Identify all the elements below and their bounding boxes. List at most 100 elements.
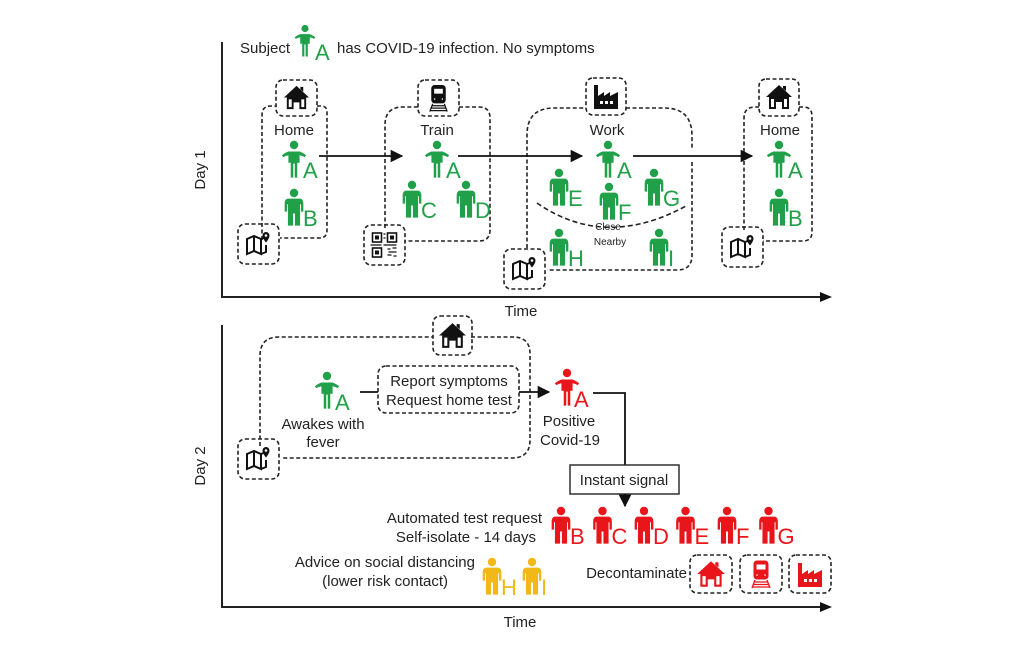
home-boundary	[259, 336, 531, 459]
person-f-icon	[717, 506, 737, 544]
person-letter: G	[778, 524, 795, 549]
factory-icon	[594, 85, 618, 109]
person-letter: A	[617, 158, 632, 183]
day1-time-arrowhead	[820, 292, 832, 302]
location-train: Train	[363, 79, 491, 266]
person-letter: B	[303, 206, 318, 231]
day2-panel: Day 2 Time A Awakes with fever Report sy…	[192, 315, 832, 631]
subject-letter: A	[574, 387, 589, 412]
instant-signal-label: Instant signal	[580, 472, 668, 489]
person-letter: C	[612, 524, 628, 549]
person-d-icon	[456, 180, 476, 218]
location-work: Work Close Nearby	[503, 77, 693, 290]
map-pin-box	[237, 438, 280, 480]
person-b-icon	[551, 506, 571, 544]
automated-label-1: Automated test request	[387, 510, 543, 527]
map-pin-icon	[729, 233, 755, 259]
home-icon-box	[432, 315, 473, 356]
person-i-icon	[522, 557, 542, 595]
close-label: Close	[595, 222, 621, 233]
signal-line	[593, 392, 626, 465]
person-b-icon	[769, 188, 789, 226]
person-letter: H	[501, 575, 517, 600]
day2-axis-label: Day 2	[192, 446, 209, 485]
location-label: Home	[274, 122, 314, 139]
person-c-icon	[402, 180, 422, 218]
person-b-icon	[284, 188, 304, 226]
decon-home-box	[689, 554, 733, 594]
person-letter: I	[668, 246, 674, 271]
day2-time-label: Time	[504, 614, 537, 631]
awakes-label-1: Awakes with	[281, 416, 364, 433]
day1-panel: Day 1 Time Subject A has COVID-19 infect…	[192, 24, 832, 320]
subject-a-icon	[294, 24, 316, 57]
close-contact-boundary	[536, 202, 687, 229]
subject-status: has COVID-19 infection. No symptoms	[337, 40, 595, 57]
location-home-2: Home	[721, 78, 813, 268]
subject-letter: A	[335, 390, 350, 415]
person-letter: F	[736, 524, 749, 549]
decon-factory-box	[788, 554, 832, 594]
person-letter: A	[303, 158, 318, 183]
day2-axes	[221, 325, 822, 608]
awakes-label-2: fever	[306, 434, 339, 451]
decontaminate-label: Decontaminate	[586, 565, 687, 582]
person-letter: E	[695, 524, 710, 549]
location-label: Home	[760, 122, 800, 139]
person-e-icon	[676, 506, 695, 544]
positive-label-1: Positive	[543, 413, 596, 430]
person-letter: I	[541, 575, 547, 600]
location-home-1: Home	[237, 79, 328, 265]
decon-train-box	[739, 554, 783, 594]
subject-letter: A	[315, 40, 330, 65]
person-letter: D	[475, 198, 491, 223]
day1-time-label: Time	[505, 303, 538, 320]
person-letter: F	[618, 200, 631, 225]
person-e-icon	[549, 168, 569, 206]
person-letter: G	[663, 186, 680, 211]
person-letter: B	[570, 524, 585, 549]
nearby-label: Nearby	[594, 237, 626, 248]
person-g-icon	[759, 506, 778, 544]
day1-axis-label: Day 1	[192, 150, 209, 189]
instant-signal-box	[569, 464, 680, 495]
map-pin-icon	[245, 230, 271, 256]
qr-code-icon	[369, 232, 398, 258]
report-label-1: Report symptoms	[390, 373, 508, 390]
person-i-icon	[649, 228, 669, 266]
person-letter: A	[446, 158, 461, 183]
person-letter: H	[568, 246, 584, 271]
train-icon	[751, 560, 771, 589]
house-icon	[697, 561, 725, 587]
location-label: Work	[590, 122, 625, 139]
advice-label-2: (lower risk contact)	[322, 573, 448, 590]
person-letter: E	[568, 186, 583, 211]
person-h-icon	[549, 228, 569, 266]
subject-prefix: Subject	[240, 40, 291, 57]
person-g-icon	[644, 168, 664, 206]
day1-axes	[221, 42, 822, 298]
person-d-icon	[634, 506, 654, 544]
person-letter: B	[788, 206, 803, 231]
factory-icon	[798, 563, 822, 587]
report-label-2: Request home test	[386, 392, 513, 409]
automated-label-2: Self-isolate - 14 days	[396, 529, 536, 546]
map-pin-icon	[245, 445, 271, 471]
location-label: Train	[420, 122, 454, 139]
house-icon	[439, 323, 466, 348]
person-letter: C	[421, 198, 437, 223]
person-f-icon	[599, 182, 619, 220]
positive-label-2: Covid-19	[540, 432, 600, 449]
person-c-icon	[593, 506, 612, 544]
report-symptoms-box[interactable]	[377, 365, 520, 414]
house-icon	[283, 85, 310, 110]
house-icon	[766, 85, 792, 109]
person-letter: D	[653, 524, 669, 549]
person-h-icon	[482, 557, 502, 595]
day2-time-arrowhead	[820, 602, 832, 612]
map-pin-icon	[511, 255, 537, 281]
